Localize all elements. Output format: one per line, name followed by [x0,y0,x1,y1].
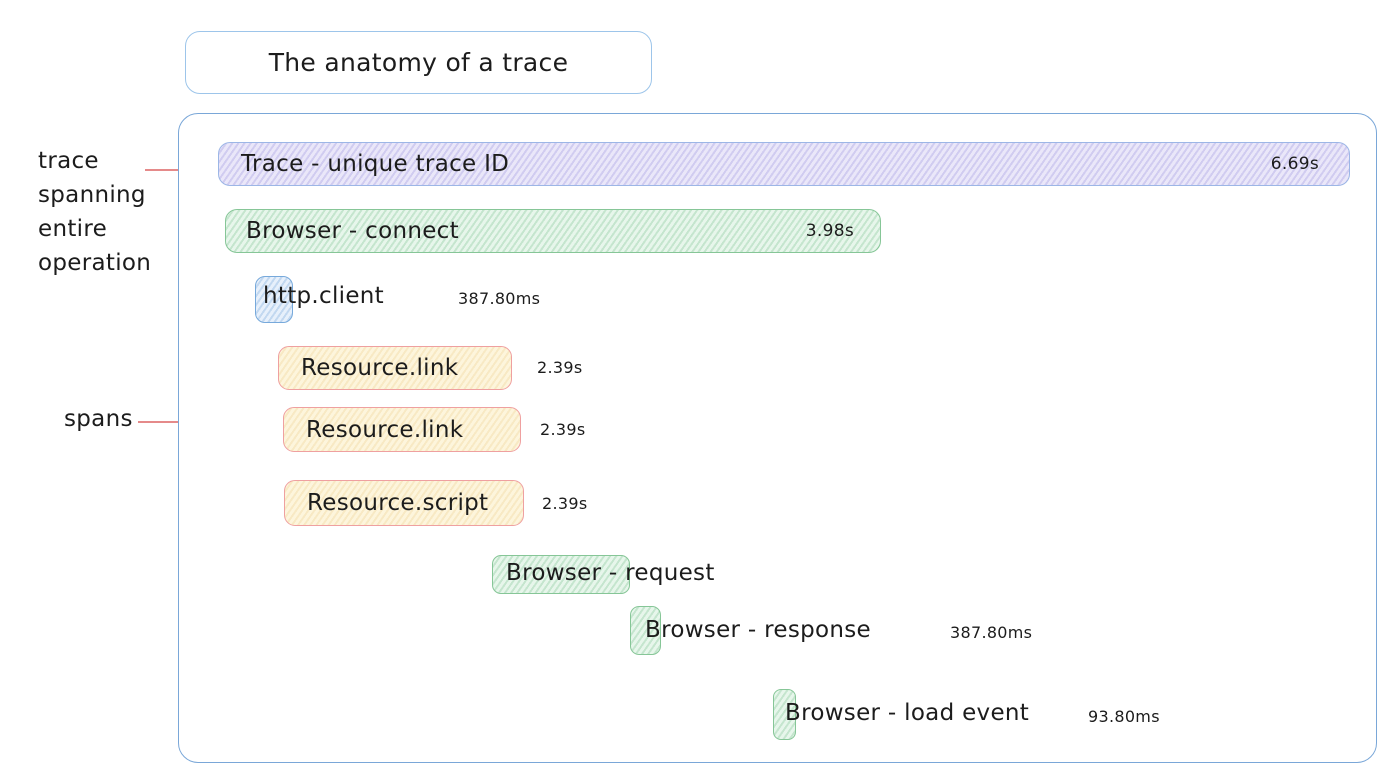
span-bar-browser-connect: Browser - connect 3.98s [225,209,881,253]
diagram-title-box: The anatomy of a trace [185,31,652,94]
spans-annotation: spans [64,406,133,432]
span-bar-browser-response [630,606,661,655]
span-label: Resource.link [301,355,459,381]
span-label: Resource.script [307,490,489,516]
span-bar-browser-request [492,555,630,594]
span-bar-browser-load-event [773,689,796,740]
span-duration: 2.39s [542,494,588,513]
span-duration: 2.39s [537,358,583,377]
span-label: Browser - response [645,617,871,643]
span-label: Browser - load event [785,700,1030,726]
span-duration: 93.80ms [1088,707,1160,726]
span-label: Browser - request [506,560,715,586]
spans-leader-line [138,421,209,423]
span-duration: 387.80ms [950,623,1033,642]
trace-annotation-line: spanning [38,182,146,208]
span-label: Browser - connect [246,218,459,244]
span-bar-resource-link: Resource.link [283,407,521,452]
span-label: Trace - unique trace ID [241,151,510,177]
trace-annotation-line: entire [38,216,108,242]
span-duration: 387.80ms [458,289,541,308]
span-bar-http-client [255,276,293,323]
trace-annotation: trace spanning entire operation [38,144,151,280]
span-bar-resource-script: Resource.script [284,480,524,526]
span-duration: 3.98s [805,221,854,241]
trace-annotation-line: operation [38,250,152,276]
span-label: http.client [263,283,384,309]
span-bar-trace: Trace - unique trace ID 6.69s [218,142,1350,186]
span-bar-resource-link: Resource.link [278,346,512,390]
trace-annotation-line: trace [38,148,99,174]
span-duration: 2.39s [540,420,586,439]
span-duration: 6.69s [1270,154,1319,174]
span-label: Resource.link [306,416,464,443]
diagram-title: The anatomy of a trace [268,48,569,77]
trace-leader-line [145,169,206,171]
